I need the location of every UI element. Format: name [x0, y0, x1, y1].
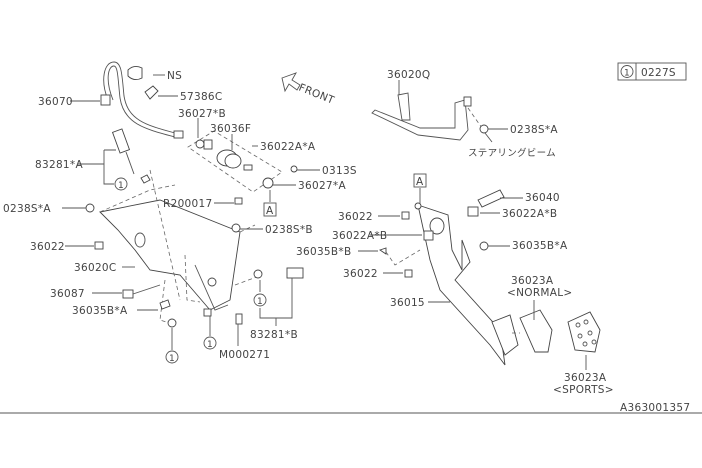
- legend-box: 1 0227S: [617, 62, 687, 81]
- front-arrow: FRONT: [281, 72, 336, 107]
- switch-83281a: [111, 128, 151, 184]
- label-57386c: 57386C: [180, 91, 223, 103]
- bracket-36020c: [99, 169, 263, 326]
- circled-refs: 1 1 1 1: [114, 177, 267, 364]
- label-36087: 36087: [50, 288, 85, 300]
- svg-text:A: A: [416, 176, 424, 188]
- reference-number: A363001357: [620, 402, 690, 414]
- part-labels: NS 57386C 36070 36027*B 36036F 36022A*A …: [3, 69, 690, 414]
- label-steering-beam: ステアリングビーム: [468, 147, 556, 159]
- label-83281b: 83281*B: [250, 329, 298, 341]
- sports-pad-holes: [575, 319, 597, 347]
- label-36022-r1: 36022: [338, 211, 373, 223]
- label-36020q: 36020Q: [387, 69, 430, 81]
- master-cylinder-parts: [187, 130, 298, 205]
- pedal-36015: [358, 188, 601, 370]
- bracket-36020q: [371, 80, 508, 143]
- label-36027a: 36027*A: [298, 180, 346, 192]
- label-0313s: 0313S: [322, 165, 357, 177]
- svg-text:1: 1: [169, 354, 175, 364]
- label-36022-left: 36022: [30, 241, 65, 253]
- label-36035bb: 36035B*B: [296, 246, 351, 258]
- label-36035ba-left: 36035B*A: [72, 305, 128, 317]
- legend-part: 0227S: [641, 67, 676, 79]
- small-fasteners: [85, 203, 304, 328]
- label-36023a-sports: 36023A: [564, 372, 607, 384]
- label-36036f: 36036F: [210, 123, 251, 135]
- label-36022-r2: 36022: [343, 268, 378, 280]
- label-0238sb: 0238S*B: [265, 224, 313, 236]
- label-r200017: R200017: [163, 198, 212, 210]
- label-0238sa-right: 0238S*A: [510, 124, 558, 136]
- label-36027b: 36027*B: [178, 108, 226, 120]
- label-36070: 36070: [38, 96, 73, 108]
- label-sports: <SPORTS>: [553, 384, 614, 396]
- legend-symbol: 1: [624, 69, 630, 79]
- svg-text:1: 1: [207, 340, 213, 350]
- ref-box-a-left: A: [263, 202, 277, 217]
- ref-box-a-right: A: [413, 173, 427, 188]
- svg-text:A: A: [266, 205, 274, 217]
- svg-text:1: 1: [257, 297, 263, 307]
- label-83281a: 83281*A: [35, 159, 83, 171]
- label-m000271: M000271: [219, 349, 270, 361]
- label-36035ba-right: 36035B*A: [512, 240, 568, 252]
- label-36022ab-left: 36022A*B: [332, 230, 387, 242]
- front-label: FRONT: [297, 82, 336, 107]
- leader-lines-left: [62, 74, 320, 350]
- svg-text:1: 1: [118, 181, 124, 191]
- label-36015: 36015: [390, 297, 425, 309]
- label-36040: 36040: [525, 192, 560, 204]
- label-36022ab-right: 36022A*B: [502, 208, 557, 220]
- label-ns: NS: [167, 70, 182, 82]
- harness-36070: [100, 61, 184, 139]
- label-36023a-normal: 36023A: [511, 275, 554, 287]
- label-0238sa-left: 0238S*A: [3, 203, 51, 215]
- label-normal: <NORMAL>: [507, 287, 573, 299]
- label-36020c: 36020C: [74, 262, 117, 274]
- label-36022aa: 36022A*A: [260, 141, 316, 153]
